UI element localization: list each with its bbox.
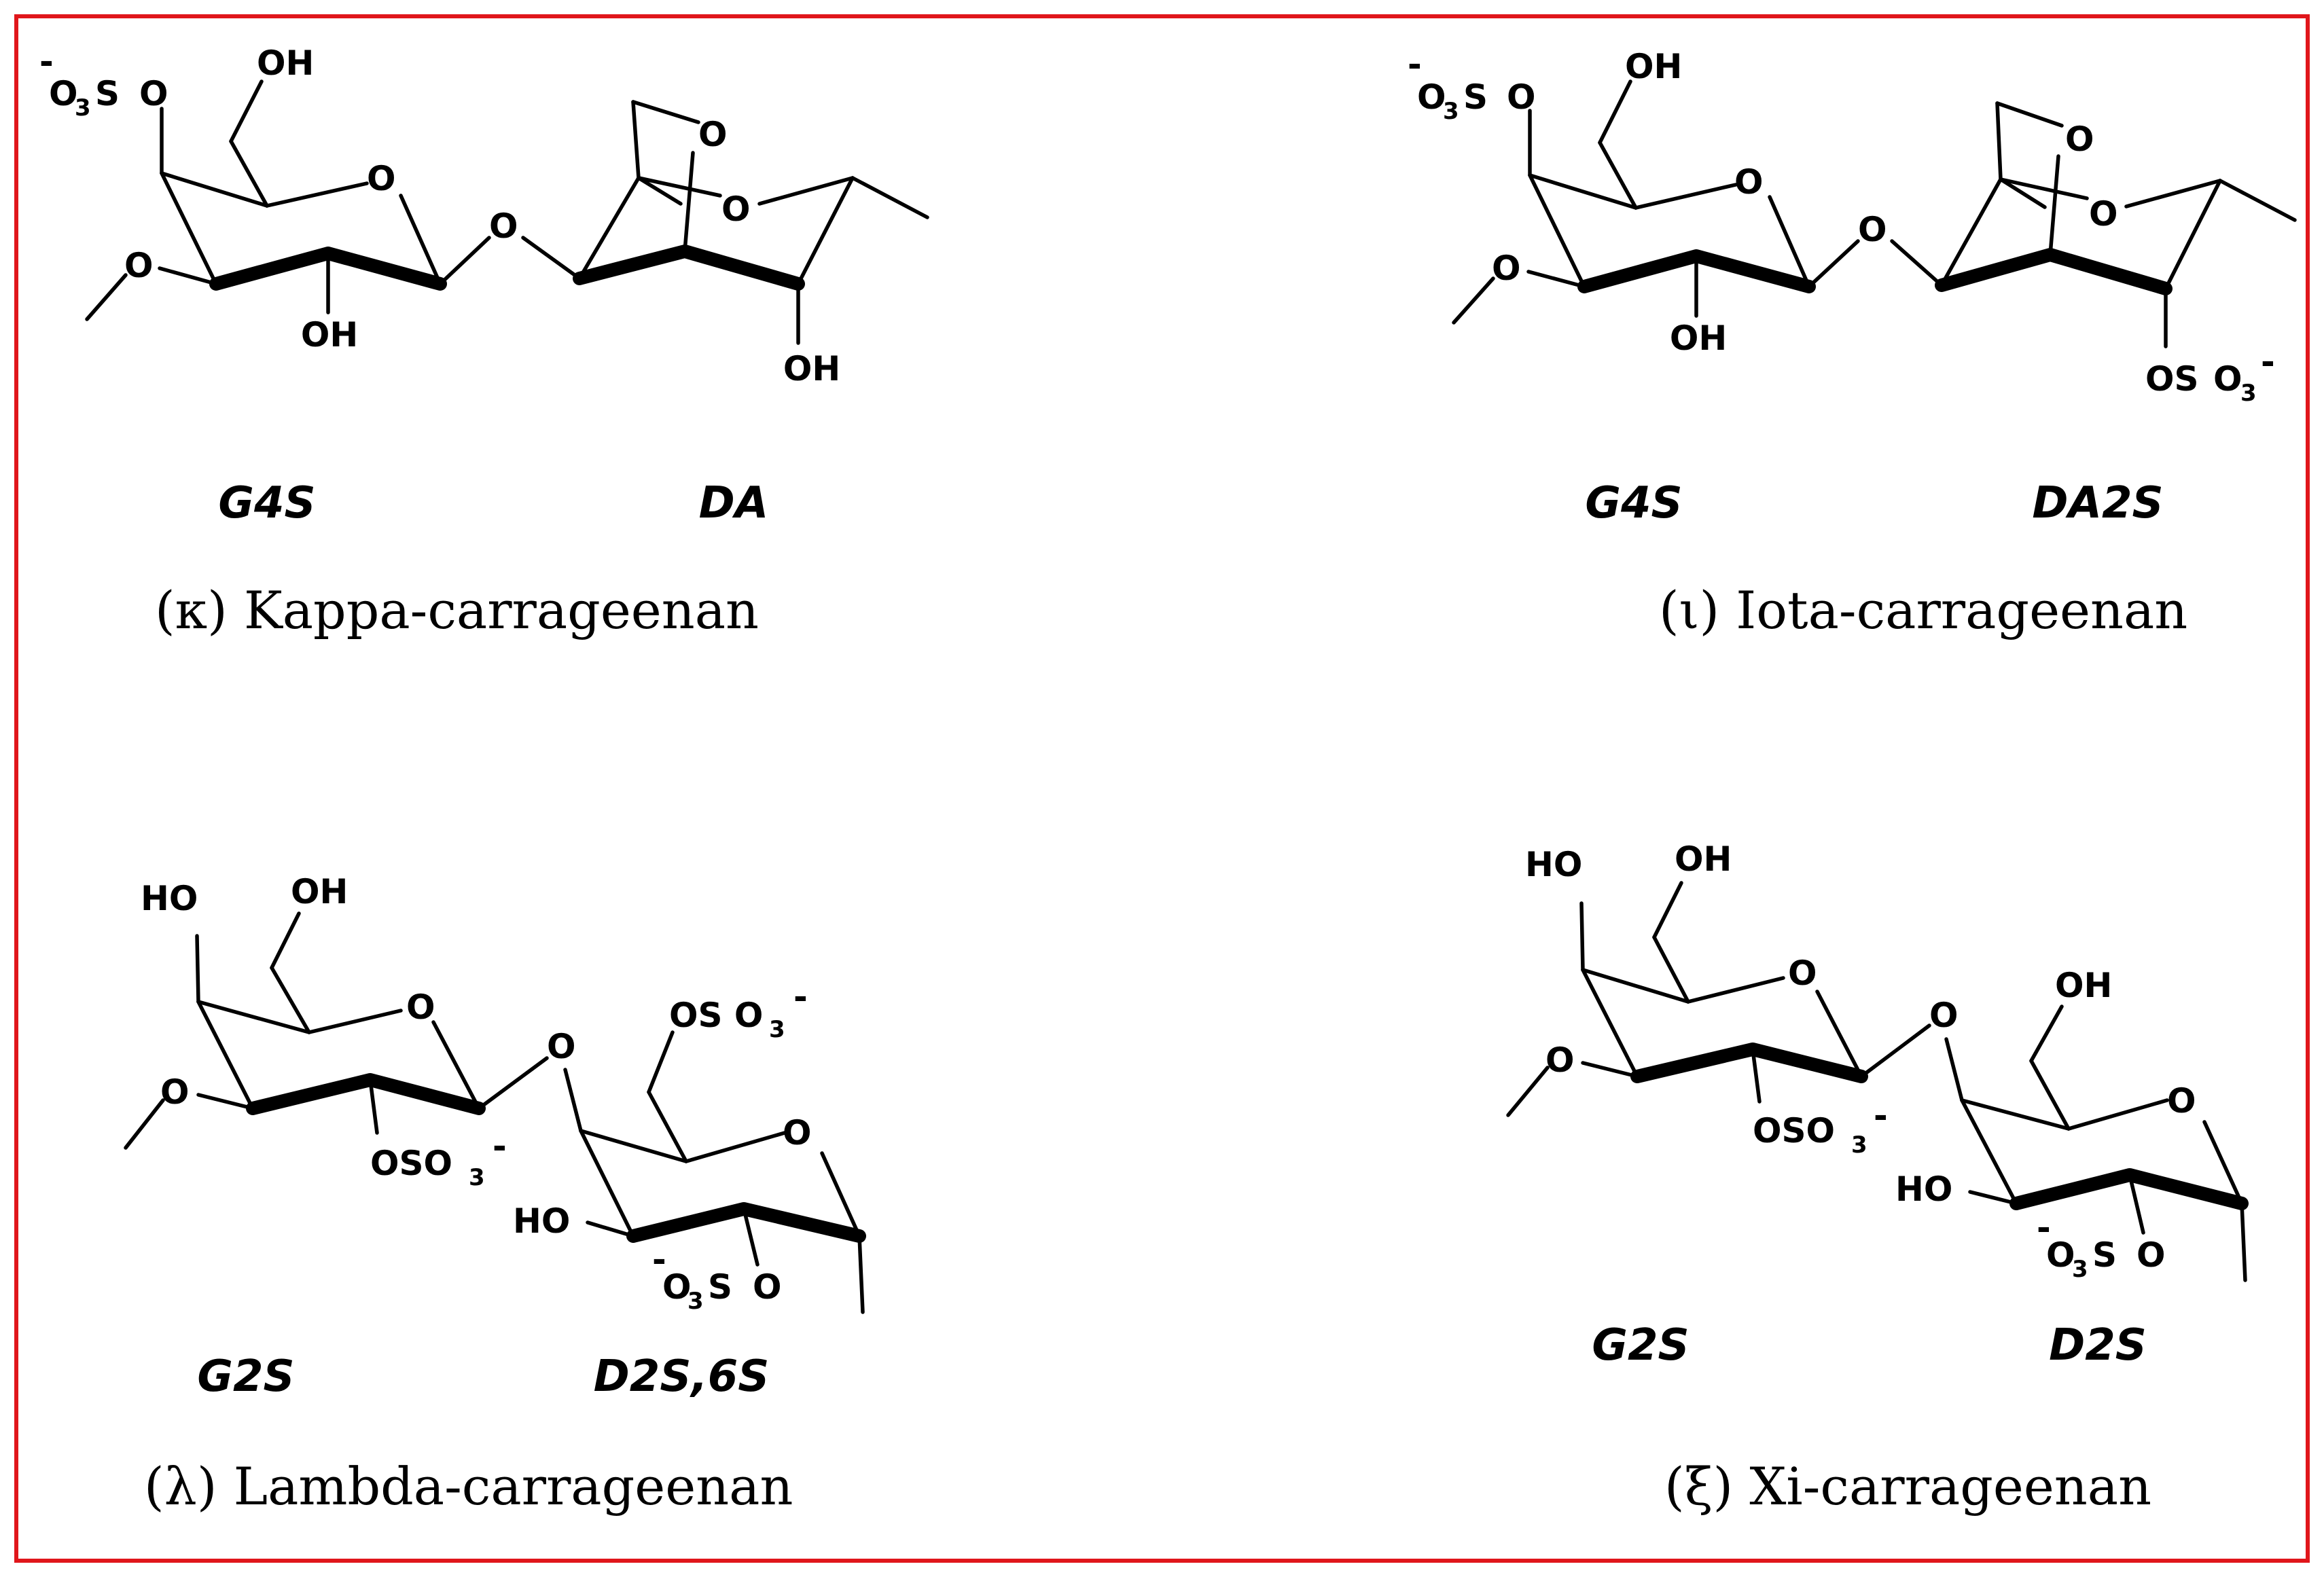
lambda-ch2oh: OH bbox=[291, 872, 348, 911]
lambda-c6-charge: - bbox=[793, 977, 808, 1017]
xi-ch2oh2: OH bbox=[2055, 966, 2112, 1005]
iota-oh2: OH bbox=[1670, 319, 1727, 358]
kappa-oh-da: OH bbox=[783, 349, 840, 388]
kappa-sulfate-o: O bbox=[49, 74, 78, 113]
xi-residue-d2s: D2S bbox=[2049, 1320, 2147, 1371]
iota-o3: O bbox=[1492, 249, 1521, 288]
kappa-bridge-o: O bbox=[698, 115, 728, 154]
lambda-o3: O bbox=[160, 1072, 190, 1112]
lambda-ho3: HO bbox=[513, 1201, 570, 1241]
iota-sulfate-o: O bbox=[1417, 77, 1446, 117]
xi-s2-link-o: O bbox=[2137, 1235, 2166, 1275]
kappa-ring-o2: O bbox=[721, 189, 751, 229]
iota-ring-o2: O bbox=[2089, 194, 2118, 234]
lambda-residue-d2s6s: D2S,6S bbox=[594, 1352, 770, 1402]
lambda-c6-prefix: OS O bbox=[669, 996, 763, 1035]
lambda-residue-g2s: G2S bbox=[197, 1352, 294, 1402]
iota-ring-o: O bbox=[1734, 162, 1764, 202]
kappa-caption: (κ) Kappa-carrageenan bbox=[155, 580, 759, 640]
kappa-sulfate-link-o: O bbox=[139, 74, 168, 113]
xi-galactose-ring bbox=[1506, 881, 1931, 1117]
panel-lambda: HO OH O O OSO 3 - O OS O 3 - O HO - O 3 … bbox=[124, 872, 866, 1517]
kappa-ch2oh: OH bbox=[257, 43, 314, 83]
lambda-s2-charge: - bbox=[652, 1240, 666, 1280]
iota-os-charge: - bbox=[2261, 342, 2275, 382]
lambda-ring-o2: O bbox=[783, 1113, 812, 1153]
lambda-galactose-ring bbox=[124, 911, 549, 1150]
lambda-s2-sub: 3 bbox=[687, 1288, 704, 1315]
iota-sulfate-link-o: O bbox=[1507, 77, 1536, 117]
kappa-glyco-o: O bbox=[489, 206, 518, 246]
kappa-o3: O bbox=[124, 246, 154, 285]
iota-sulfate-sub: 3 bbox=[1443, 98, 1459, 125]
iota-glyco-o: O bbox=[1858, 210, 1887, 249]
xi-ho4: HO bbox=[1525, 845, 1582, 884]
panel-kappa: - O 3 S O OH O O OH O O O OH G4S DA (κ) … bbox=[39, 42, 929, 640]
lambda-oso-sub: 3 bbox=[469, 1164, 485, 1191]
panel-xi: HO OH O O OSO 3 - O OH O HO - O 3 S O G2… bbox=[1506, 839, 2249, 1517]
lambda-galactose-ring-2 bbox=[563, 1030, 866, 1314]
iota-bridge-o: O bbox=[2065, 120, 2094, 159]
figure-frame bbox=[14, 14, 2310, 1563]
xi-o3: O bbox=[1545, 1040, 1575, 1080]
xi-galactose-ring-2 bbox=[1944, 1004, 2249, 1282]
iota-anhydrogalactose-ring bbox=[1890, 101, 2297, 348]
kappa-ring-o: O bbox=[367, 159, 396, 198]
lambda-oso-prefix: OSO bbox=[370, 1144, 452, 1183]
iota-residue-g4s: G4S bbox=[1585, 478, 1682, 528]
xi-s2-o: O bbox=[2046, 1235, 2075, 1275]
lambda-oso-charge: - bbox=[493, 1127, 507, 1166]
lambda-caption: (λ) Lambda-carrageenan bbox=[144, 1456, 793, 1517]
xi-s2-charge: - bbox=[2037, 1208, 2051, 1248]
xi-s2-sub: 3 bbox=[2072, 1256, 2088, 1283]
lambda-s2-link-o: O bbox=[753, 1267, 782, 1307]
iota-sulfate-s: S bbox=[1463, 77, 1488, 117]
xi-s2-s: S bbox=[2092, 1235, 2117, 1275]
kappa-residue-da: DA bbox=[699, 478, 769, 528]
kappa-galactose-ring bbox=[85, 79, 491, 321]
xi-oso-prefix: OSO bbox=[1753, 1111, 1835, 1150]
xi-oso-sub: 3 bbox=[1851, 1131, 1867, 1159]
iota-os-sub: 3 bbox=[2240, 380, 2257, 407]
iota-sulfate-charge: - bbox=[1408, 45, 1422, 84]
kappa-sulfate-sub: 3 bbox=[75, 94, 91, 122]
xi-oso-charge: - bbox=[1874, 1096, 1888, 1136]
lambda-s2-o: O bbox=[662, 1267, 692, 1307]
xi-ring-o: O bbox=[1788, 954, 1817, 993]
iota-os-o: O bbox=[2213, 359, 2242, 399]
kappa-sulfate-s: S bbox=[95, 74, 120, 113]
lambda-ring-o: O bbox=[406, 987, 435, 1027]
lambda-s2-s: S bbox=[708, 1267, 732, 1307]
xi-residue-g2s: G2S bbox=[1592, 1320, 1689, 1371]
xi-glyco-o: O bbox=[1929, 996, 1959, 1035]
iota-residue-da2s: DA2S bbox=[2032, 478, 2163, 528]
kappa-sulfate-charge: - bbox=[39, 42, 54, 81]
panel-iota: - O 3 S O OH O O OH O O O OS O 3 - G4S D… bbox=[1408, 45, 2297, 640]
xi-ch2oh: OH bbox=[1675, 839, 1732, 879]
lambda-ho4: HO bbox=[141, 879, 198, 918]
lambda-glyco-o: O bbox=[547, 1027, 576, 1066]
iota-caption: (ι) Iota-carrageenan bbox=[1659, 580, 2187, 640]
xi-ring-o2: O bbox=[2167, 1081, 2196, 1121]
kappa-anhydrogalactose-ring bbox=[521, 100, 929, 345]
iota-os-prefix: OS bbox=[2145, 359, 2199, 399]
kappa-oh2: OH bbox=[301, 315, 358, 355]
xi-caption: (ξ) Xi-carrageenan bbox=[1664, 1456, 2151, 1517]
lambda-c6-sub: 3 bbox=[769, 1016, 785, 1043]
kappa-residue-g4s: G4S bbox=[218, 478, 315, 528]
iota-galactose-ring bbox=[1452, 79, 1860, 325]
xi-ho3: HO bbox=[1895, 1170, 1952, 1209]
iota-ch2oh: OH bbox=[1625, 47, 1682, 86]
